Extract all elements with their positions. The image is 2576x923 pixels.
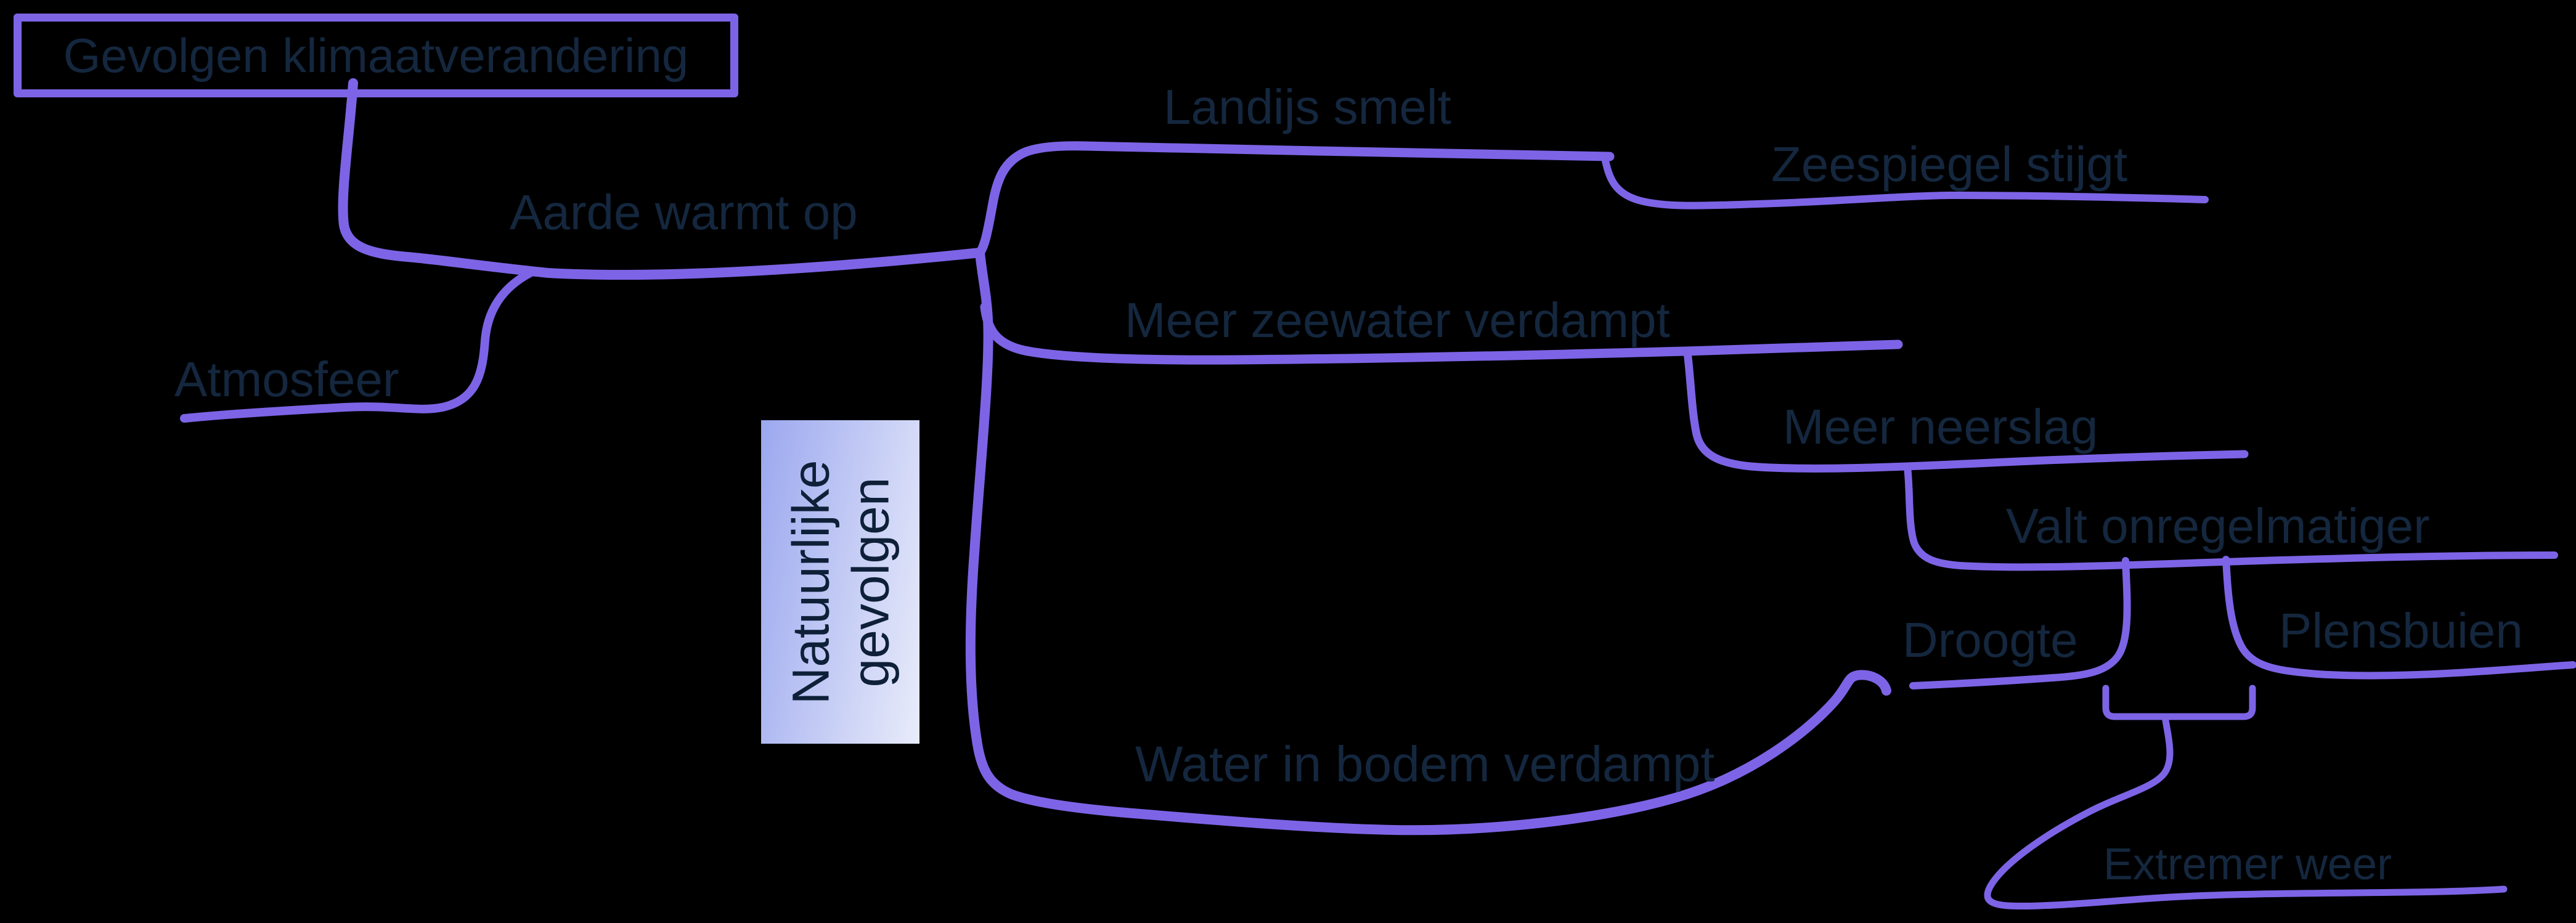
category-box-label: Natuurlijke gevolgen: [781, 460, 900, 704]
node-landijs-smelt[interactable]: Landijs smelt: [1164, 79, 1451, 134]
branch-waterbodem: [965, 248, 1891, 836]
node-root[interactable]: Gevolgen klimaatverandering: [14, 14, 738, 97]
node-zeespiegel-stijgt[interactable]: Zeespiegel stijgt: [1771, 137, 2128, 192]
node-droogte[interactable]: Droogte: [1902, 612, 2078, 667]
category-box-label-line1: Natuurlijke: [781, 460, 839, 704]
category-box-label-line2: gevolgen: [841, 477, 899, 687]
category-box-natuurlijke-gevolgen[interactable]: Natuurlijke gevolgen: [761, 420, 919, 744]
node-meer-neerslag[interactable]: Meer neerslag: [1783, 399, 2098, 454]
branch-merge-connector: [2102, 685, 2256, 720]
node-plensbuien[interactable]: Plensbuien: [2279, 603, 2523, 658]
branch-landijs: [975, 141, 1615, 258]
branch-droogte: [1909, 557, 2131, 689]
branch-extremer: [1984, 717, 2508, 910]
node-atmosfeer[interactable]: Atmosfeer: [174, 352, 399, 407]
branch-zeewater: [980, 302, 1903, 365]
node-extremer-weer[interactable]: Extremer weer: [2103, 840, 2392, 889]
branch-valt: [1904, 463, 2558, 571]
branch-plensbuien: [2222, 556, 2576, 680]
branch-zeespiegel: [1601, 154, 2209, 209]
branch-root-to-aarde: [338, 78, 985, 280]
node-valt-onregelmatiger[interactable]: Valt onregelmatiger: [2006, 498, 2430, 553]
node-water-in-bodem-verdampt[interactable]: Water in bodem verdampt: [1135, 736, 1715, 792]
branch-atmosfeer: [180, 269, 534, 423]
node-aarde-warmt-op[interactable]: Aarde warmt op: [510, 185, 858, 240]
branch-neerslag: [1683, 348, 2249, 473]
node-meer-zeewater-verdampt[interactable]: Meer zeewater verdampt: [1125, 293, 1670, 348]
